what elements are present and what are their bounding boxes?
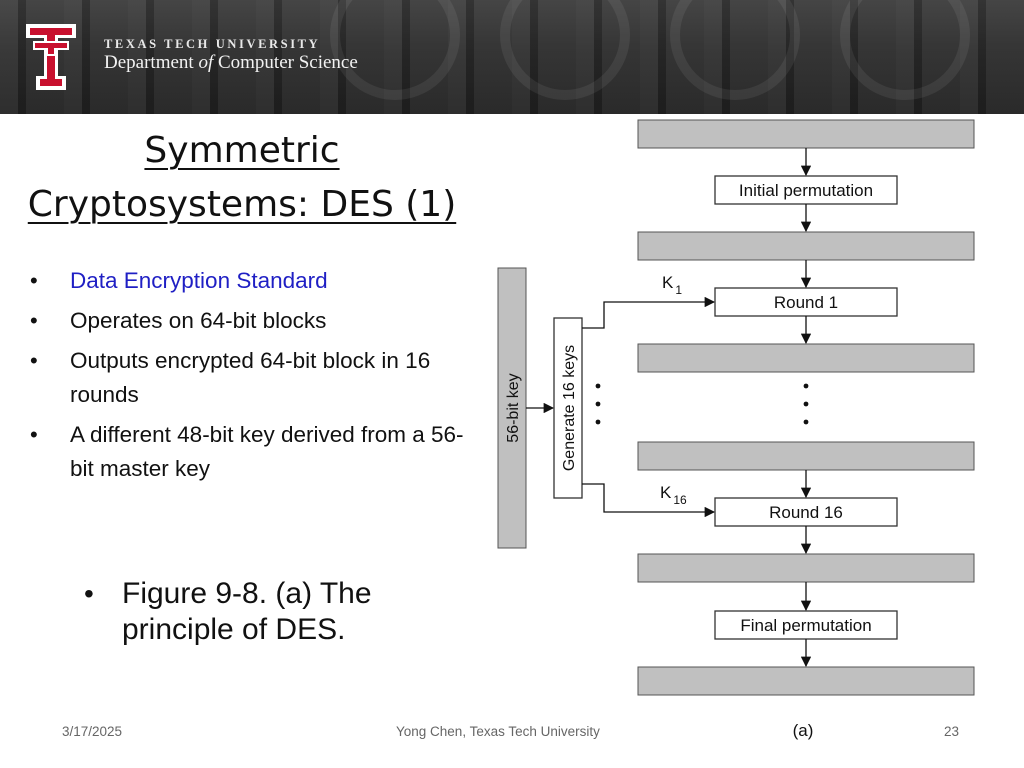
- header-banner: TEXAS TECH UNIVERSITY Department of Comp…: [0, 0, 1024, 114]
- data-block: [637, 553, 975, 583]
- generate-keys-box: [553, 317, 583, 499]
- slide-title: Symmetric Cryptosystems: DES (1): [22, 124, 462, 232]
- bullet-item: Outputs encrypted 64-bit block in 16 rou…: [30, 344, 480, 412]
- slide-title-line-2: Cryptosystems: DES (1): [27, 184, 457, 225]
- generate-keys-label: Generate 16 keys: [561, 345, 578, 471]
- initial-permutation-box: [714, 175, 898, 205]
- figure-label: (a): [793, 721, 814, 740]
- ellipsis-dot: [803, 401, 809, 407]
- data-block: [637, 231, 975, 261]
- bullet-item: Data Encryption Standard: [30, 264, 480, 298]
- banner-arch-decoration: [330, 0, 460, 100]
- initial-permutation-label: Initial permutation: [739, 181, 873, 200]
- figure-caption: Figure 9-8. (a) The principle of DES.: [84, 576, 384, 648]
- data-block: [637, 441, 975, 471]
- data-block: [637, 343, 975, 373]
- des-diagram: Initial permutation Round 1 Round 16 Fin…: [496, 114, 986, 744]
- round-16-label: Round 16: [769, 503, 843, 522]
- ellipsis-dot: [595, 419, 601, 425]
- data-block: [637, 666, 975, 696]
- final-permutation-box: [714, 610, 898, 640]
- ellipsis-dot: [595, 383, 601, 389]
- des-diagram-svg: Initial permutation Round 1 Round 16 Fin…: [497, 119, 975, 740]
- banner-arch-decoration: [670, 0, 800, 100]
- figure-caption-text: Figure 9-8. (a) The principle of DES.: [84, 576, 384, 648]
- k16-arrow: [582, 483, 716, 518]
- round-1-box: [714, 287, 898, 317]
- footer-date: 3/17/2025: [62, 724, 123, 739]
- bullet-list: Data Encryption Standard Operates on 64-…: [30, 264, 480, 492]
- key-56-label: 56-bit key: [505, 373, 522, 442]
- double-t-logo-icon: [26, 24, 76, 90]
- k1-arrow: [582, 296, 716, 329]
- banner-arch-decoration: [840, 0, 970, 100]
- footer-page-number: 23: [944, 724, 960, 739]
- round-1-label: Round 1: [774, 293, 838, 312]
- ellipsis-dot: [803, 383, 809, 389]
- banner-arch-decoration: [500, 0, 630, 100]
- department-name: Department of Computer Science: [104, 52, 358, 73]
- data-block: [637, 119, 975, 149]
- ellipsis-dot: [803, 419, 809, 425]
- bullet-item: A different 48-bit key derived from a 56…: [30, 418, 480, 486]
- ellipsis-dot: [595, 401, 601, 407]
- final-permutation-label: Final permutation: [740, 616, 871, 635]
- footer-author: Yong Chen, Texas Tech University: [396, 724, 600, 739]
- university-name: TEXAS TECH UNIVERSITY: [104, 37, 321, 51]
- bullet-item: Operates on 64-bit blocks: [30, 304, 480, 338]
- slide-title-line-1: Symmetric: [144, 130, 340, 171]
